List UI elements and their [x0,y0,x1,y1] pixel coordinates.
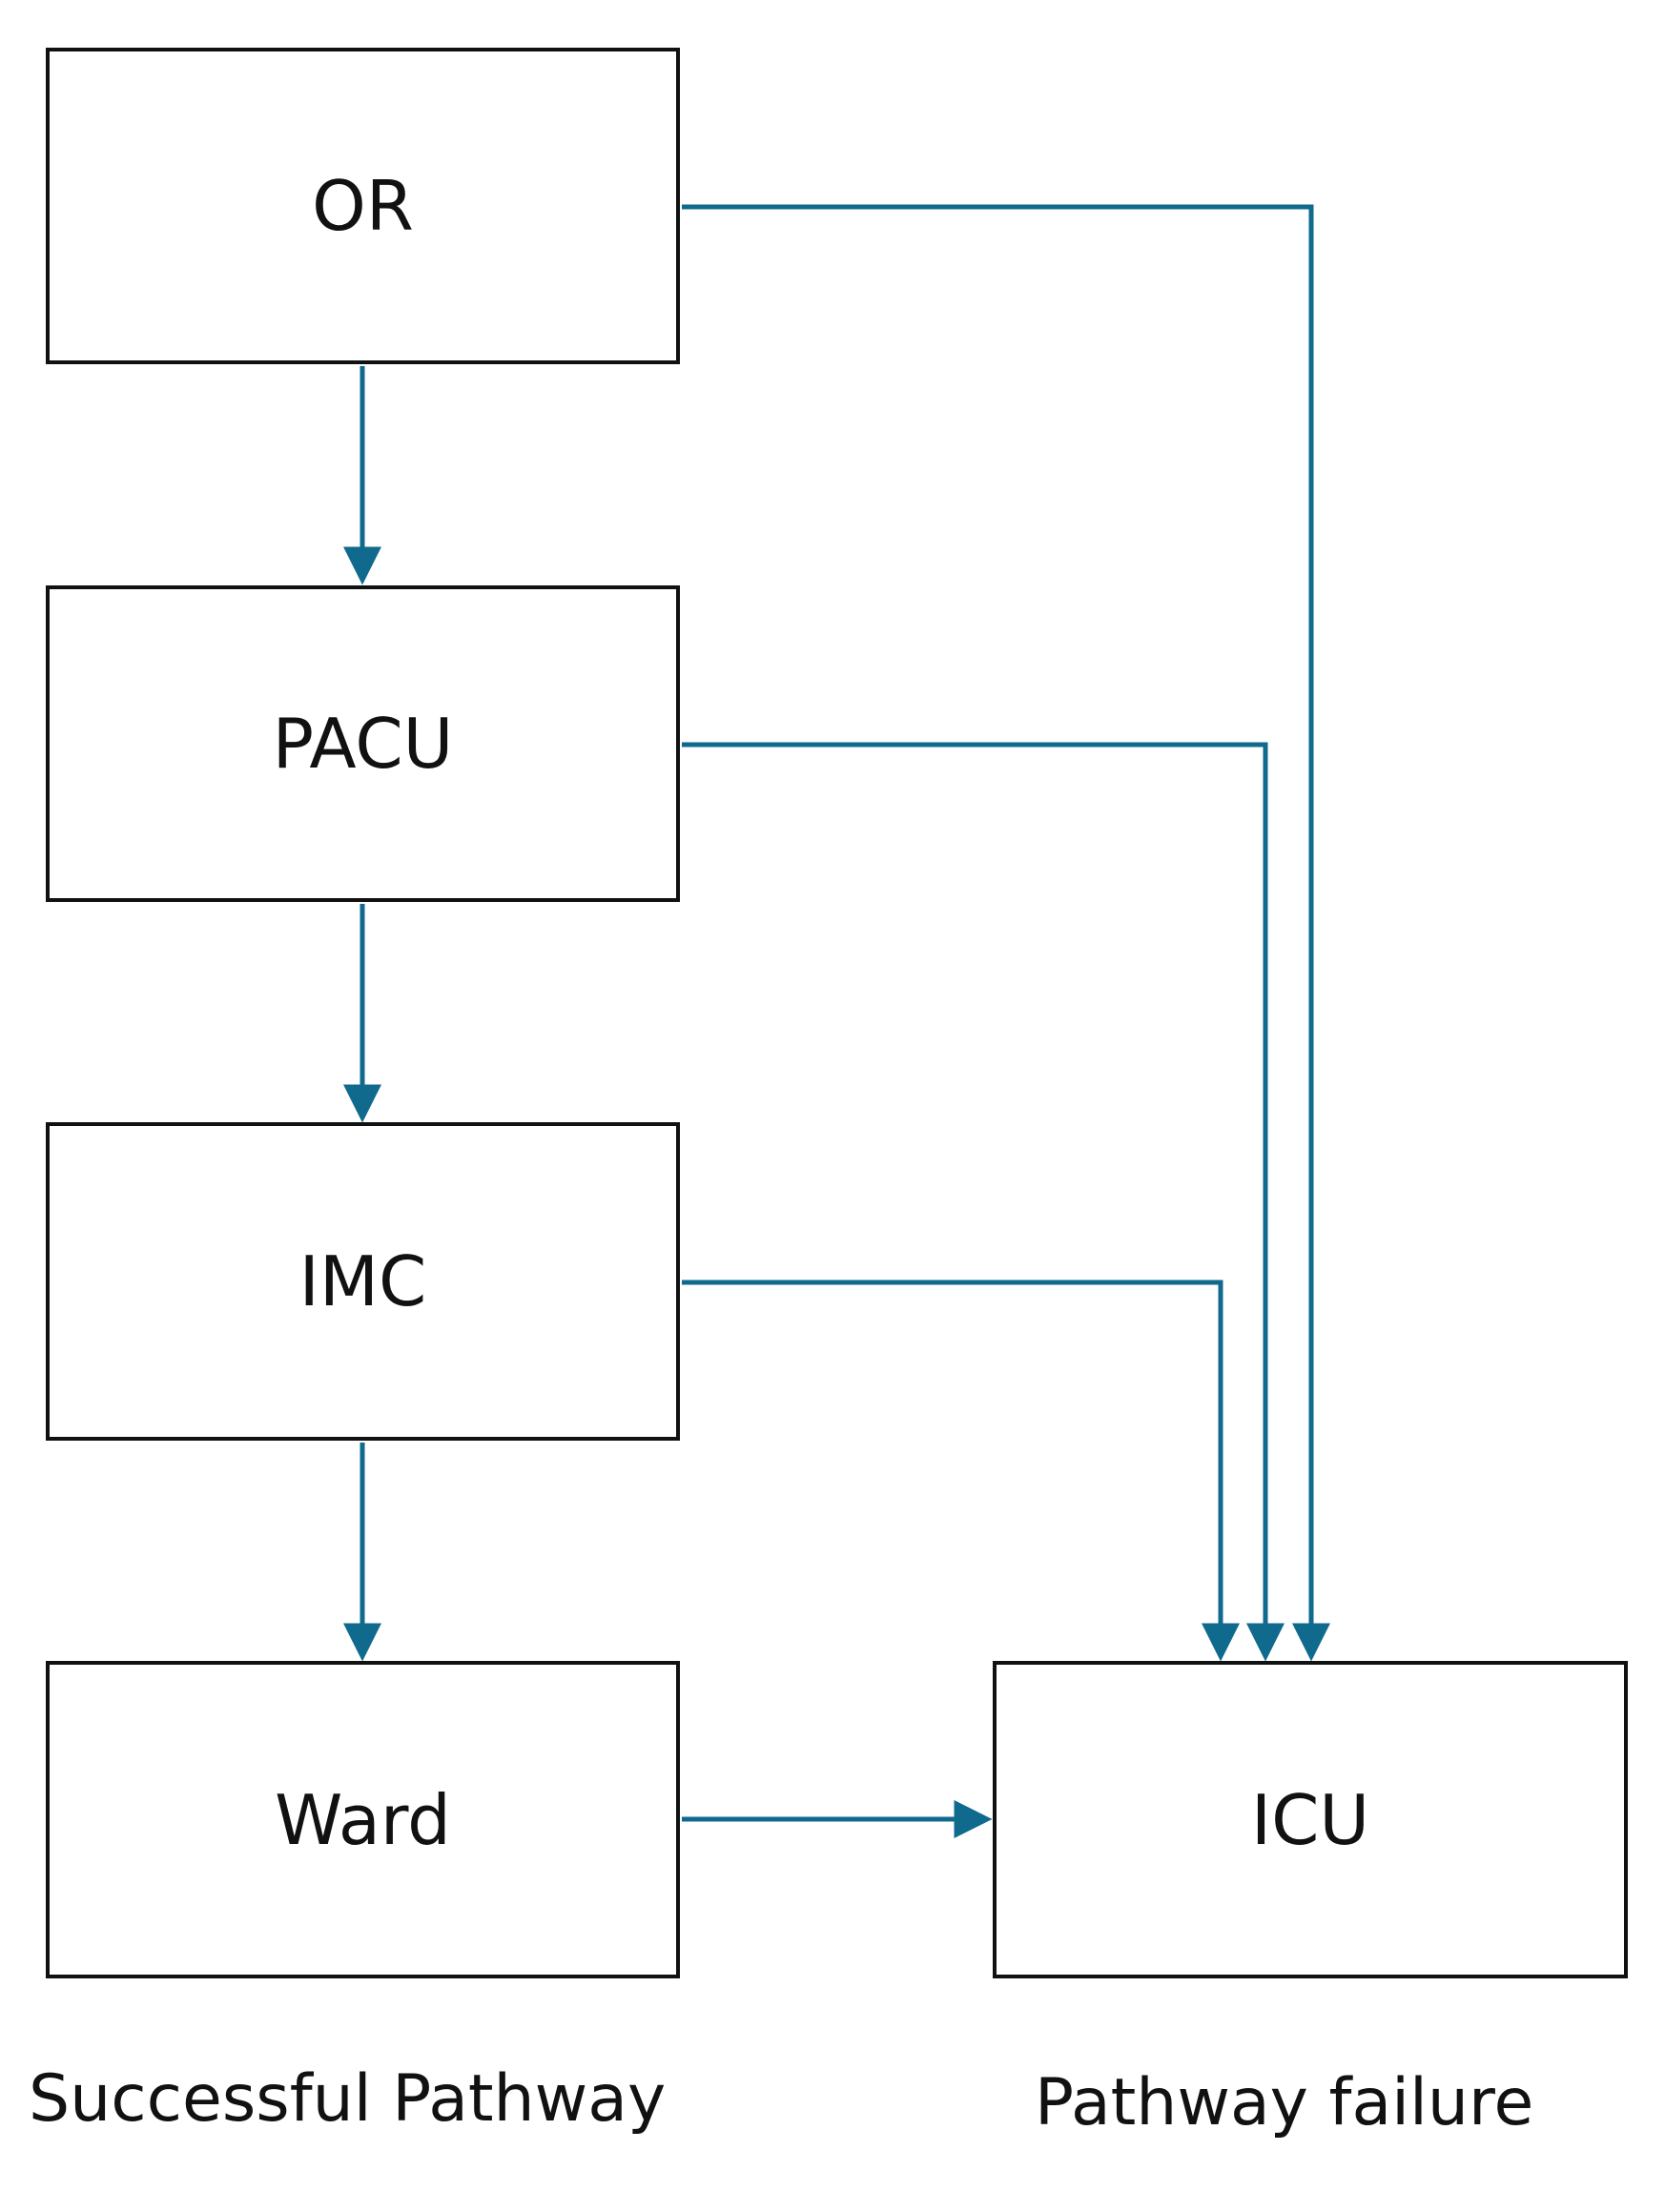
node-pacu-label: PACU [272,704,454,784]
node-icu: ICU [993,1661,1628,1978]
node-ward-label: Ward [275,1779,451,1860]
edge-imc-to-icu [682,1280,1240,1662]
edge-or-to-icu [682,204,1330,1662]
successful-pathway-caption: Successful Pathway [29,2061,667,2137]
node-or: OR [46,48,680,364]
node-ward: Ward [46,1661,680,1978]
pathway-failure-caption: Pathway failure [1035,2065,1534,2140]
node-icu-label: ICU [1250,1779,1370,1860]
node-imc: IMC [46,1122,680,1441]
node-or-label: OR [312,166,414,246]
node-pacu: PACU [46,585,680,902]
node-imc-label: IMC [298,1241,427,1321]
edge-pacu-to-icu [682,742,1285,1662]
